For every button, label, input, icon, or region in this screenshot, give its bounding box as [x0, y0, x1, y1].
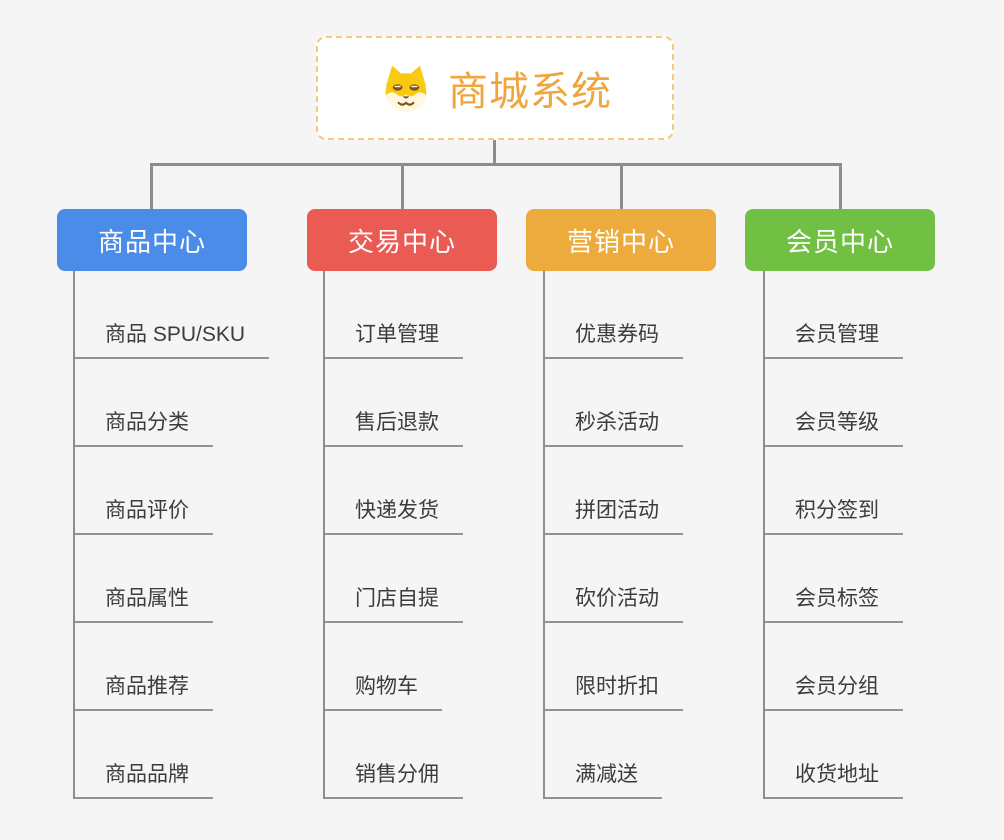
- child-node[interactable]: 商品推荐: [73, 623, 269, 711]
- connector-column-line: [763, 271, 765, 799]
- branch-box-member-center[interactable]: 会员中心: [745, 209, 935, 271]
- child-node[interactable]: 商品 SPU/SKU: [73, 271, 270, 359]
- branch-label: 商品中心: [97, 226, 206, 257]
- connector-root-stem: [493, 140, 496, 166]
- child-node[interactable]: 收货地址: [763, 711, 903, 799]
- child-node[interactable]: 门店自提: [323, 535, 463, 623]
- child-node[interactable]: 砍价活动: [543, 535, 683, 623]
- child-node[interactable]: 会员管理: [763, 271, 903, 359]
- child-node[interactable]: 会员分组: [763, 623, 903, 711]
- child-node[interactable]: 商品分类: [73, 359, 269, 447]
- child-node[interactable]: 会员标签: [763, 535, 903, 623]
- branch-children-member-center: 会员管理 会员等级 积分签到 会员标签 会员分组 收货地址: [763, 271, 903, 799]
- branch-children-product-center: 商品 SPU/SKU 商品分类 商品评价 商品属性 商品推荐 商品品牌: [73, 271, 270, 799]
- branch-box-product-center[interactable]: 商品中心: [57, 209, 247, 271]
- child-node[interactable]: 拼团活动: [543, 447, 683, 535]
- child-node[interactable]: 商品评价: [73, 447, 269, 535]
- connector-drop-member: [839, 163, 842, 210]
- child-node[interactable]: 秒杀活动: [543, 359, 683, 447]
- child-node[interactable]: 购物车: [323, 623, 463, 711]
- branch-label: 会员中心: [785, 226, 894, 257]
- branch-children-trade-center: 订单管理 售后退款 快递发货 门店自提 购物车 销售分佣: [323, 271, 463, 799]
- child-node[interactable]: 满减送: [543, 711, 683, 799]
- connector-drop-marketing: [620, 163, 623, 210]
- child-node[interactable]: 商品品牌: [73, 711, 269, 799]
- child-node[interactable]: 订单管理: [323, 271, 463, 359]
- child-node[interactable]: 限时折扣: [543, 623, 683, 711]
- branch-box-marketing-center[interactable]: 营销中心: [526, 209, 716, 271]
- root-title: 商城系统: [448, 70, 612, 114]
- dog-icon: [385, 65, 427, 113]
- child-node[interactable]: 会员等级: [763, 359, 903, 447]
- branch-label: 交易中心: [347, 226, 456, 257]
- child-node[interactable]: 销售分佣: [323, 711, 463, 799]
- child-node[interactable]: 商品属性: [73, 535, 269, 623]
- connector-column-line: [323, 271, 325, 799]
- connector-bus: [150, 163, 841, 166]
- child-node[interactable]: 积分签到: [763, 447, 903, 535]
- connector-drop-product: [150, 163, 153, 210]
- connector-column-line: [73, 271, 75, 799]
- child-node[interactable]: 快递发货: [323, 447, 463, 535]
- child-node[interactable]: 售后退款: [323, 359, 463, 447]
- connector-drop-trade: [401, 163, 404, 210]
- branch-children-marketing-center: 优惠券码 秒杀活动 拼团活动 砍价活动 限时折扣 满减送: [543, 271, 683, 799]
- child-node[interactable]: 优惠券码: [543, 271, 683, 359]
- branch-label: 营销中心: [566, 226, 675, 257]
- connector-column-line: [543, 271, 545, 799]
- branch-box-trade-center[interactable]: 交易中心: [307, 209, 497, 271]
- root-node[interactable]: 商城系统: [316, 36, 674, 140]
